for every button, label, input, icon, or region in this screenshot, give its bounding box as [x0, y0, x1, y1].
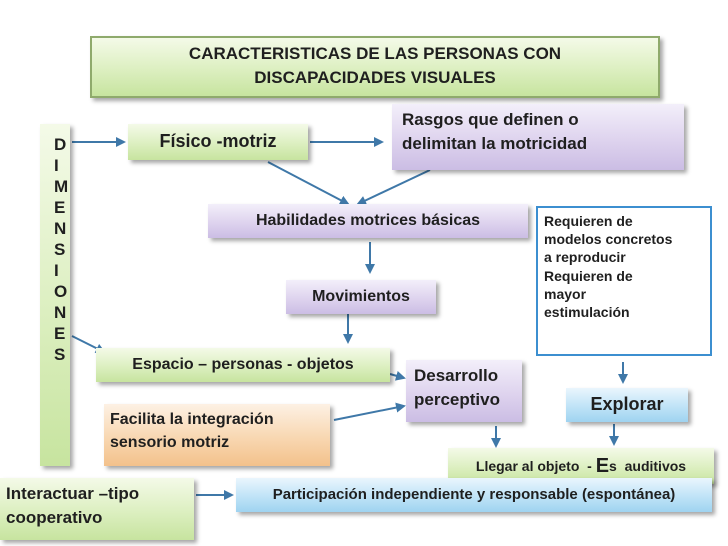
dim-letter: I	[54, 261, 59, 280]
habilidades-label: Habilidades motrices básicas	[255, 212, 481, 230]
espacio-box: Espacio – personas - objetos	[96, 348, 390, 382]
requieren-line: Requieren de	[544, 267, 633, 284]
requieren-box: Requieren de modelos concretos a reprodu…	[536, 206, 712, 356]
desarrollo-box: Desarrollo perceptivo	[406, 360, 522, 422]
dim-letter: S	[54, 240, 66, 259]
arrow-espacio-to-desarrollo	[389, 370, 406, 381]
arrow-facilita-to-desarrollo	[333, 402, 406, 421]
fisico-motriz-label: Físico -motriz	[159, 131, 277, 152]
fisico-motriz-box: Físico -motriz	[128, 124, 308, 160]
llegar-big-letter: E	[595, 455, 610, 477]
llegar-label: Llegar al objeto -	[475, 457, 596, 474]
dimensiones-box: D I M E N S I O N E S	[40, 124, 70, 466]
requieren-line: modelos concretos	[544, 231, 673, 248]
rasgos-line-2: delimitan la motricidad	[402, 134, 588, 154]
espacio-label: Espacio – personas - objetos	[132, 356, 354, 374]
explorar-box: Explorar	[566, 388, 688, 422]
interactuar-line-2: cooperativo	[6, 508, 103, 528]
participacion-label: Participación independiente y responsabl…	[272, 486, 676, 503]
arrow-fisico-to-habilidades	[267, 161, 350, 205]
llegar-end-label: s auditivos	[609, 457, 687, 474]
explorar-label: Explorar	[590, 394, 664, 415]
rasgos-line-1: Rasgos que definen o	[402, 110, 579, 129]
interactuar-line-1: Interactuar –tipo	[6, 484, 140, 503]
dim-letter: M	[54, 177, 69, 196]
dim-letter: S	[54, 345, 66, 364]
requieren-line: estimulación	[544, 303, 630, 320]
rasgos-box: Rasgos que definen o delimitan la motric…	[392, 104, 684, 170]
movimientos-label: Movimientos	[312, 288, 410, 306]
title-line-1: CARACTERISTICAS DE LAS PERSONAS CON	[188, 44, 562, 63]
dim-letter: E	[54, 198, 66, 217]
dim-letter: N	[54, 303, 67, 322]
dim-letter: N	[54, 219, 67, 238]
desarrollo-line-2: perceptivo	[414, 390, 500, 410]
facilita-line-1: Facilita la integración	[110, 411, 274, 428]
title-line-2: DISCAPACIDADES VISUALES	[254, 68, 496, 88]
interactuar-box: Interactuar –tipo cooperativo	[0, 478, 194, 540]
diagram-title: CARACTERISTICAS DE LAS PERSONAS CON DISC…	[90, 36, 660, 98]
requieren-line: mayor	[544, 285, 587, 302]
participacion-box: Participación independiente y responsabl…	[236, 478, 712, 512]
dim-letter: O	[54, 282, 68, 301]
requieren-line: Requieren de	[544, 213, 633, 229]
movimientos-box: Movimientos	[286, 280, 436, 314]
dim-letter: E	[54, 324, 66, 343]
desarrollo-line-1: Desarrollo	[414, 366, 499, 385]
facilita-line-2: sensorio motriz	[110, 434, 230, 452]
habilidades-box: Habilidades motrices básicas	[208, 204, 528, 238]
facilita-box: Facilita la integración sensorio motriz	[104, 404, 330, 466]
requieren-line: a reproducir	[544, 249, 626, 266]
arrow-rasgos-to-habilidades	[356, 169, 431, 206]
dim-letter: D	[54, 135, 67, 154]
dim-letter: I	[54, 156, 59, 175]
